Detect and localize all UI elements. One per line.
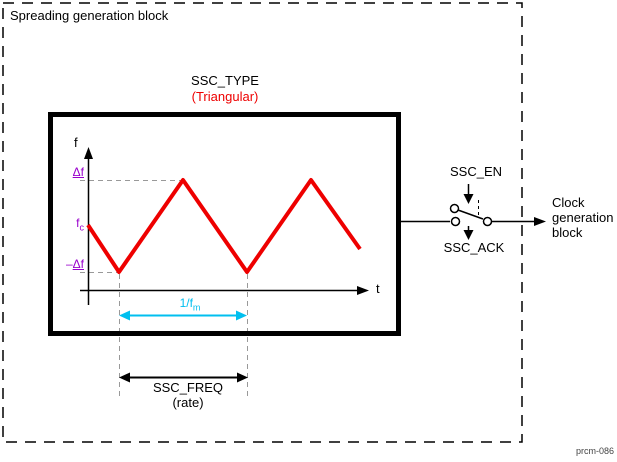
- period-base: 1/f: [179, 296, 193, 310]
- ssc-en-arrow-head-icon: [463, 194, 474, 204]
- output-arrow-head-icon: [534, 217, 546, 226]
- switch-contact-right-icon: [482, 216, 493, 227]
- neg-delta-f-label: –Δf: [66, 257, 84, 271]
- switch-contact-upper-icon: [449, 203, 460, 214]
- period-arrow-right-head-icon: [236, 310, 247, 321]
- ssc-type-value: (Triangular): [191, 89, 259, 104]
- ssc-freq-label: SSC_FREQ: [152, 380, 224, 395]
- ssc-en-label: SSC_EN: [449, 164, 503, 179]
- figure-code: prcm-086: [575, 446, 614, 456]
- ssc-freq-arrow-left-head-icon: [119, 372, 130, 383]
- neg-delta-f-minus: –: [65, 257, 73, 271]
- period-sub: m: [192, 302, 201, 313]
- fc-sub: c: [79, 222, 85, 233]
- x-axis-label: t: [376, 281, 380, 296]
- block-title: Spreading generation block: [10, 8, 169, 23]
- clock-generation-block-label: Clock generation block: [552, 195, 614, 240]
- t-axis-arrow-icon: [357, 286, 369, 295]
- ssc-ack-arrow-head-icon: [463, 230, 474, 240]
- output-switch: [401, 184, 546, 240]
- ssc-freq-value: (rate): [172, 395, 204, 410]
- triangular-waveform: [86, 178, 362, 274]
- waveform-box: [48, 112, 401, 336]
- f-axis-arrow-icon: [84, 147, 93, 159]
- ssc-freq-arrow-right-head-icon: [237, 372, 248, 383]
- guide-lines: [80, 180, 248, 398]
- fc-base: f: [76, 216, 80, 230]
- period-arrow-left-head-icon: [119, 310, 130, 321]
- neg-delta-f-value: Δf: [72, 257, 84, 271]
- y-axis-label: f: [74, 135, 78, 150]
- period-arrow: [119, 310, 247, 321]
- outer-dashed-boundary: [2, 2, 523, 443]
- fc-label: fc: [76, 216, 85, 233]
- ssc-type-label: SSC_TYPE: [191, 73, 259, 88]
- ssc-freq-arrow: [119, 372, 248, 383]
- period-label: 1/fm: [179, 296, 201, 313]
- switch-contact-lower-icon: [450, 216, 461, 227]
- ssc-ack-label: SSC_ACK: [443, 240, 505, 255]
- axes: [80, 147, 369, 305]
- switch-lever: [457, 209, 484, 220]
- delta-f-label: Δf: [72, 165, 84, 179]
